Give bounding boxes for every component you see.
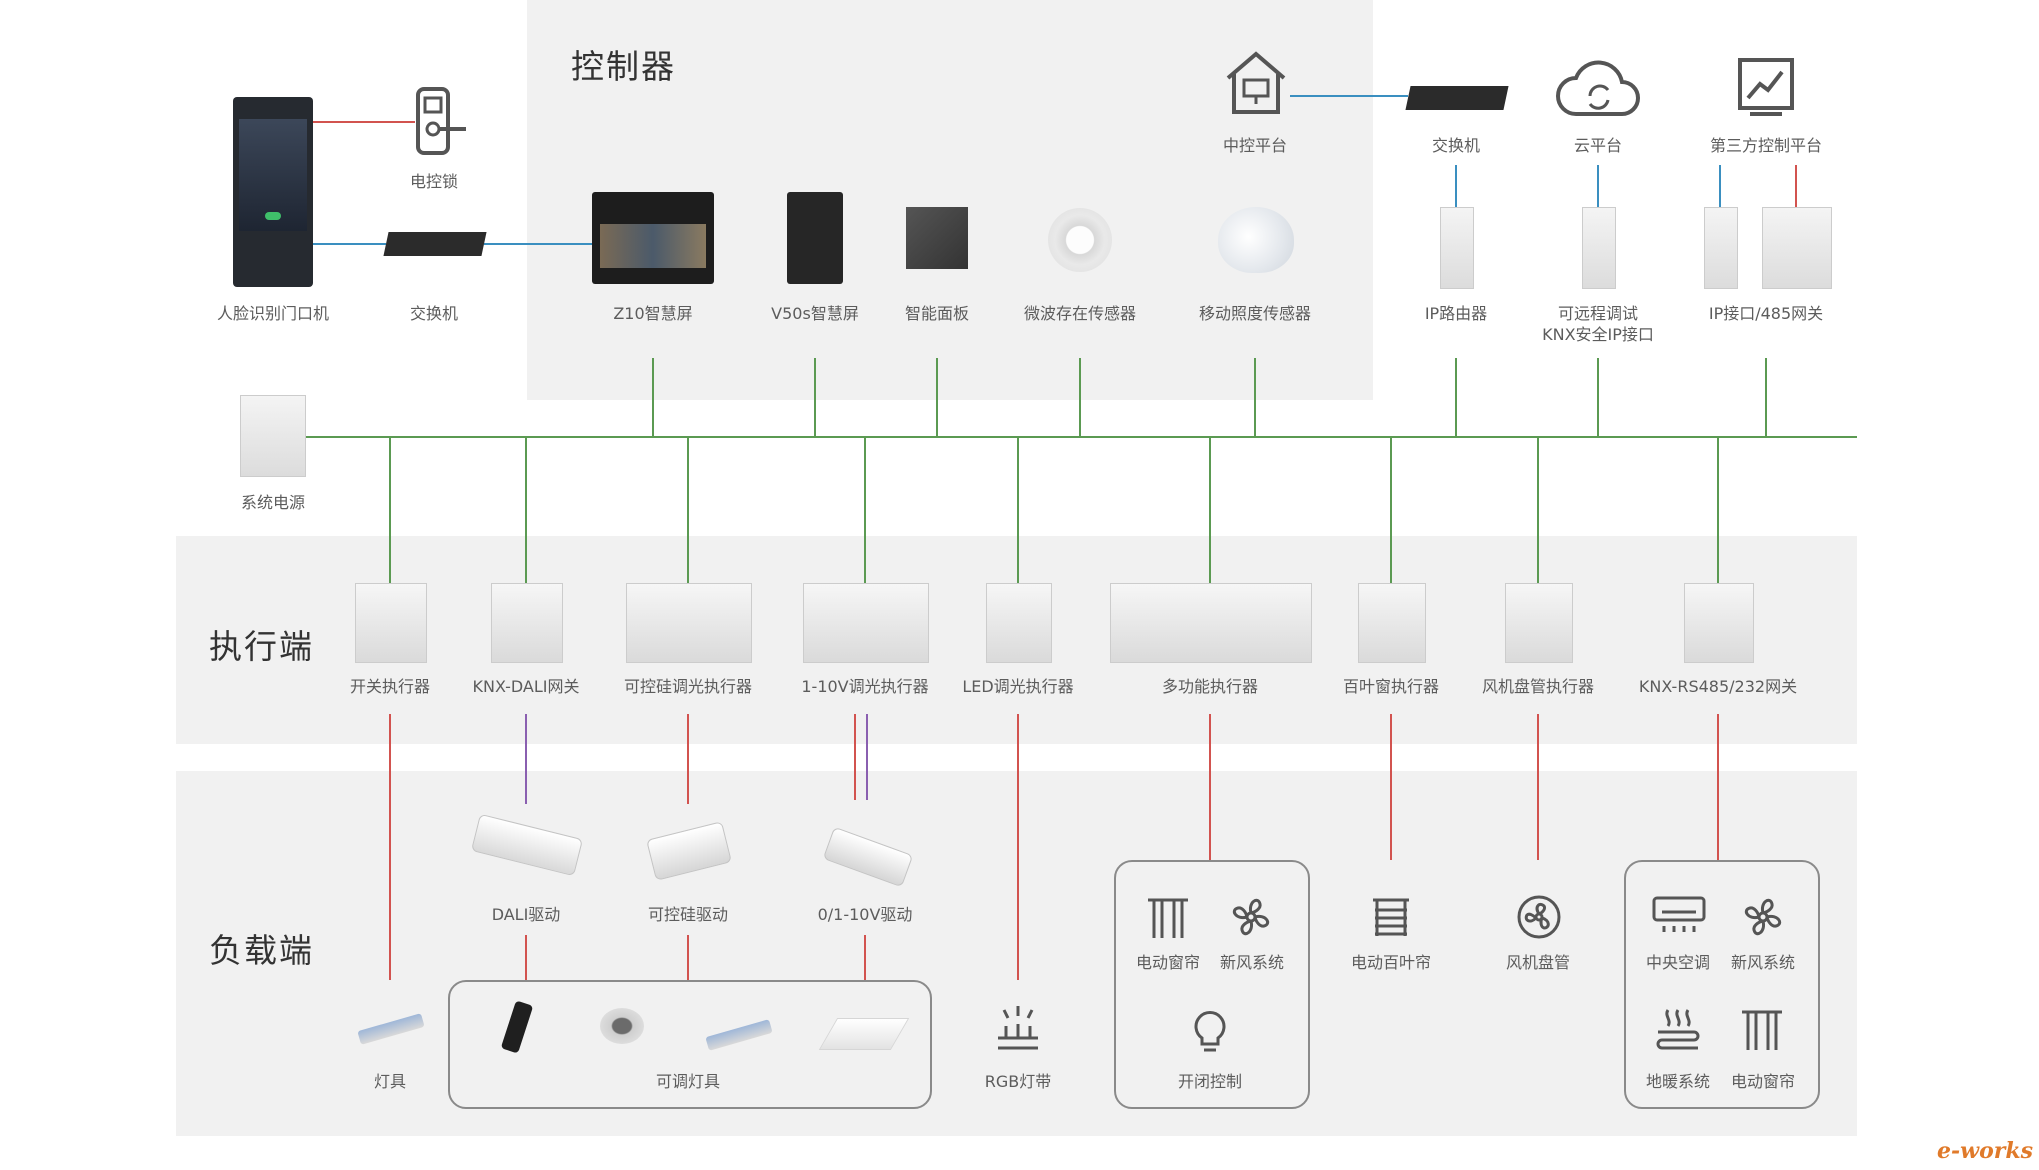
actuator-label: 开关执行器 <box>349 677 431 696</box>
watermark: e-works <box>1937 1138 2033 1164</box>
lamp-label: 灯具 <box>373 1072 407 1091</box>
actuator-module <box>1358 583 1426 663</box>
elock-icon <box>414 87 470 161</box>
dali-lines <box>525 714 868 804</box>
ac-icon <box>1652 896 1706 944</box>
knx-secure-device <box>1582 207 1616 289</box>
actuator-module <box>1110 583 1312 663</box>
system-power-device <box>240 395 306 477</box>
v010-driver-label: 0/1-10V驱动 <box>817 905 913 924</box>
knx-secure-label-2: KNX安全IP接口 <box>1542 325 1654 344</box>
blinds-icon <box>1371 896 1411 944</box>
knx-bus <box>305 358 1857 583</box>
fresh-air-2-label: 新风系统 <box>1730 953 1796 972</box>
output-lines <box>313 121 1797 980</box>
v50s-screen-device <box>787 192 843 284</box>
third-party-icon <box>1736 56 1796 120</box>
smart-panel-device <box>906 207 968 269</box>
fan-coil-icon <box>1516 894 1562 944</box>
actuator-module <box>355 583 427 663</box>
multifunction-load-group <box>1114 860 1310 1109</box>
actuator-module <box>1505 583 1573 663</box>
dimmable-lamp-label: 可调灯具 <box>655 1072 721 1091</box>
on-off-label: 开闭控制 <box>1177 1072 1243 1091</box>
ip-router-label: IP路由器 <box>1424 304 1488 323</box>
third-party-label: 第三方控制平台 <box>1709 136 1823 155</box>
curtain-icon <box>1146 896 1190 944</box>
actuator-module <box>491 583 563 663</box>
gateway-485-device <box>1762 207 1832 289</box>
home-icon <box>1224 50 1288 120</box>
actuator-label: KNX-DALI网关 <box>472 677 580 696</box>
bulb-icon <box>1192 1008 1228 1060</box>
actuator-label: 百叶窗执行器 <box>1342 677 1440 696</box>
lux-sensor-label: 移动照度传感器 <box>1198 304 1312 323</box>
dimmable-lamp-group <box>448 980 932 1109</box>
scr-driver-label: 可控硅驱动 <box>647 905 729 924</box>
curtain-2-icon <box>1740 1008 1784 1056</box>
switch-right-label: 交换机 <box>1431 136 1481 155</box>
controller-title: 控制器 <box>571 47 676 86</box>
load-panel <box>176 771 1857 1136</box>
floor-heat-label: 地暖系统 <box>1645 1072 1711 1091</box>
z10-label: Z10智慧屏 <box>613 304 693 323</box>
microwave-sensor-label: 微波存在传感器 <box>1023 304 1137 323</box>
actuator-label: 1-10V调光执行器 <box>801 677 929 696</box>
fan-icon <box>1228 894 1274 944</box>
actuator-module <box>803 583 929 663</box>
fan-coil-label: 风机盘管 <box>1505 953 1571 972</box>
ip-router-device <box>1440 207 1474 289</box>
downlight-device <box>600 1008 644 1044</box>
microwave-sensor-device <box>1048 208 1112 272</box>
cloud-icon <box>1554 56 1642 124</box>
actuator-module <box>1684 583 1754 663</box>
switch-right-device <box>1405 86 1509 110</box>
elock-label: 电控锁 <box>409 172 459 191</box>
rgb-strip-icon <box>996 1004 1040 1056</box>
fresh-air-label: 新风系统 <box>1219 953 1285 972</box>
knx-secure-label-1: 可远程调试 <box>1557 304 1639 323</box>
actuator-label: 风机盘管执行器 <box>1481 677 1595 696</box>
ip-485-label: IP接口/485网关 <box>1708 304 1824 323</box>
actuator-module <box>626 583 752 663</box>
z10-screen-device <box>592 192 714 284</box>
curtain-2-label: 电动窗帘 <box>1730 1072 1796 1091</box>
dali-driver-label: DALI驱动 <box>491 905 561 924</box>
smart-panel-label: 智能面板 <box>904 304 970 323</box>
hvac-load-group <box>1624 860 1820 1109</box>
actuator-label: LED调光执行器 <box>962 677 1074 696</box>
blinds-label: 电动百叶帘 <box>1350 953 1432 972</box>
floor-heat-icon <box>1654 1008 1702 1058</box>
central-platform-label: 中控平台 <box>1222 136 1288 155</box>
system-power-label: 系统电源 <box>240 493 306 512</box>
actuator-title: 执行端 <box>209 627 314 666</box>
central-ac-label: 中央空调 <box>1645 953 1711 972</box>
switch-left-device <box>383 232 487 256</box>
actuator-module <box>986 583 1052 663</box>
cloud-label: 云平台 <box>1573 136 1623 155</box>
fresh-air-fan-icon <box>1740 894 1786 944</box>
ip-lines <box>313 95 1721 245</box>
actuator-label: KNX-RS485/232网关 <box>1638 677 1798 696</box>
v50s-label: V50s智慧屏 <box>771 304 859 323</box>
ip-interface-device <box>1704 207 1738 289</box>
load-title: 负载端 <box>209 931 314 970</box>
curtain-label: 电动窗帘 <box>1135 953 1201 972</box>
rgb-strip-label: RGB灯带 <box>984 1072 1052 1091</box>
face-terminal-label: 人脸识别门口机 <box>216 304 330 323</box>
actuator-label: 可控硅调光执行器 <box>623 677 753 696</box>
actuator-label: 多功能执行器 <box>1161 677 1259 696</box>
switch-left-label: 交换机 <box>409 304 459 323</box>
face-terminal-device <box>233 97 313 287</box>
lux-sensor-device <box>1218 207 1294 273</box>
